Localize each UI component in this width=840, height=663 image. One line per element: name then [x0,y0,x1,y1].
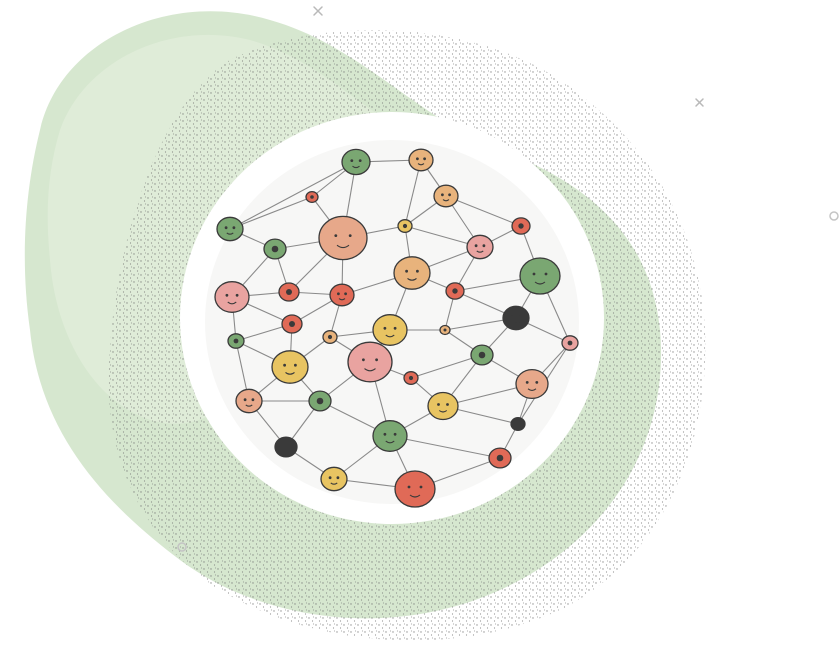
network-icons [214,148,579,508]
sparkle-icon [313,6,323,16]
face-icon [561,335,579,351]
butterfly-icon [466,234,494,260]
turtle-icon [519,257,561,295]
grandpa-face-icon [318,215,368,261]
ring-icon [177,542,187,552]
leaf-icon [227,333,245,349]
apple-icon [329,283,355,307]
daisy-icon [372,314,408,346]
leaf-icon [308,390,332,412]
bird-icon [393,256,431,290]
grandma-face-icon [515,368,549,400]
bug-icon [408,148,434,172]
sparkle-flower-icon [403,371,419,385]
ring-icon [829,211,839,221]
curly-hair-face-icon [427,391,459,421]
boy-face-icon [235,388,263,414]
elephant-icon [347,341,393,383]
network-line [410,354,483,379]
snail-shell-icon [320,466,348,492]
pine-tree-icon [372,420,408,452]
seagull-icon [502,305,530,331]
small-flower-icon [305,190,319,204]
network-line [229,196,313,230]
ant-icon [322,330,338,344]
crab-icon [394,470,436,508]
woman-face-icon [214,281,250,313]
flower-icon [281,314,303,334]
grasshopper-icon [341,148,371,176]
sparkle-icon [695,98,704,107]
bee-icon [397,219,413,233]
small-beetle-icon [488,447,512,469]
mosquito-icon [510,417,526,431]
network-line [389,435,501,459]
worm-icon [278,282,300,302]
frog-icon [216,216,244,242]
lion-icon [271,350,309,384]
seed-icon [439,324,451,336]
cricket-icon [274,436,298,458]
leaf-icon [263,238,287,260]
beetle-icon [445,282,465,300]
hummingbird-icon [470,344,494,366]
network-line [445,195,522,227]
dragonfly-icon [511,217,531,235]
snail-icon [433,184,459,208]
network-line [229,161,357,230]
